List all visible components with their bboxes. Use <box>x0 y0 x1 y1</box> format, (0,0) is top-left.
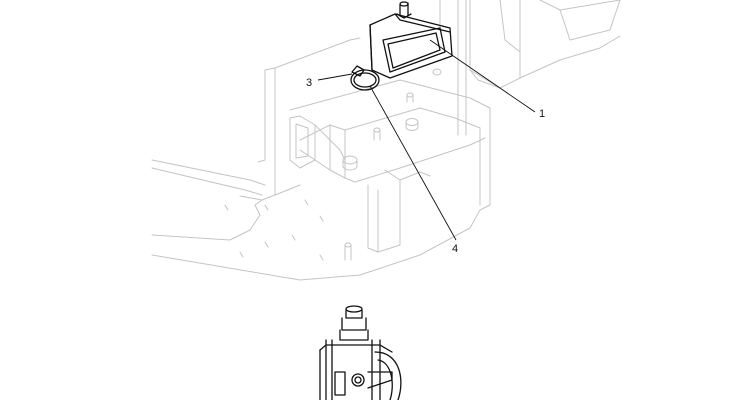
detail-view <box>319 305 402 400</box>
work-lamp <box>369 1 453 79</box>
callout-3: 3 <box>306 77 312 89</box>
leader-3 <box>317 73 353 81</box>
callout-4: 4 <box>452 243 458 255</box>
leader-4 <box>369 85 457 241</box>
callout-1: 1 <box>539 108 545 120</box>
leader-1 <box>429 39 536 113</box>
machine-frame <box>151 0 621 281</box>
hose-clamp <box>350 65 380 91</box>
leader-lines <box>317 39 536 241</box>
